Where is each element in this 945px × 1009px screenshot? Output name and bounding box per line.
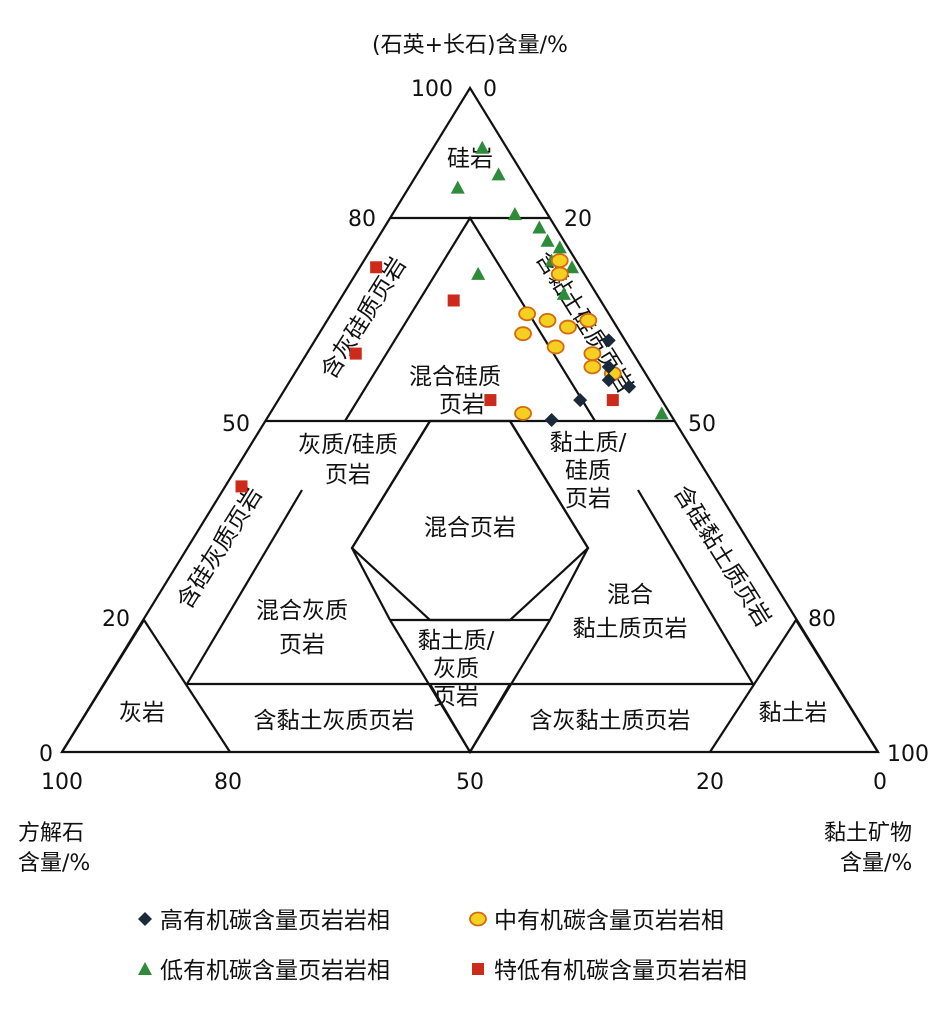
point-circle-1 [550, 266, 569, 282]
tick-right-80: 80 [808, 607, 836, 632]
label-clay-calc-2: 灰质 [433, 656, 479, 682]
point-circle-0 [550, 253, 569, 269]
label-clay-rich-calc-shale: 含黏土灰质页岩 [254, 708, 415, 734]
label-mixed-siliceous-shale-2: 页岩 [439, 392, 485, 418]
point-square-3 [484, 394, 497, 407]
point-triangle-5 [540, 233, 555, 247]
tick-bottom-80: 80 [214, 770, 242, 795]
point-circle-10 [514, 405, 532, 421]
label-mixed-shale: 混合页岩 [424, 515, 516, 541]
right-axis-title-2: 含量/% [840, 851, 912, 876]
tick-bottom-100: 100 [41, 770, 83, 795]
point-diamond-1 [601, 359, 616, 374]
legend-label-mid: 中有机碳含量页岩岩相 [494, 908, 724, 934]
label-limestone: 灰岩 [119, 700, 165, 726]
label-mixed-siliceous-shale-1: 混合硅质 [409, 364, 501, 390]
legend-label-vlow: 特低有机碳含量页岩岩相 [494, 958, 747, 984]
label-si-clay-shale: 含硅黏土质页岩 [668, 481, 775, 631]
label-clay-siliceous-2: 硅质 [565, 458, 611, 484]
point-triangle-10 [556, 286, 571, 300]
left-axis-title-1: 方解石 [18, 821, 84, 846]
point-circle-8 [583, 359, 602, 375]
point-circle-6 [546, 339, 565, 355]
left-axis-title-2: 含量/% [18, 851, 90, 876]
point-triangle-2 [450, 180, 465, 194]
legend-item-mid: 中有机碳含量页岩岩相 [469, 908, 724, 934]
point-square-0 [370, 261, 383, 274]
point-triangle-6 [552, 240, 567, 254]
point-square-5 [235, 480, 248, 493]
label-mixed-calc-2: 页岩 [279, 632, 325, 658]
point-triangle-0 [475, 140, 490, 154]
legend-label-low: 低有机碳含量页岩岩相 [160, 958, 390, 984]
label-mixed-calc-1: 混合灰质 [256, 598, 348, 624]
data-points [235, 140, 669, 493]
point-circle-4 [559, 319, 577, 335]
legend-marker-circle [469, 911, 487, 927]
tick-top-100: 100 [411, 77, 453, 102]
point-diamond-4 [601, 373, 616, 388]
field-boundaries [60, 85, 880, 755]
right-axis-title-1: 黏土矿物 [824, 821, 912, 846]
point-triangle-9 [471, 266, 486, 280]
label-claystone: 黏土岩 [759, 700, 828, 726]
label-clay-siliceous-3: 页岩 [565, 486, 611, 512]
point-circle-2 [518, 306, 537, 322]
point-diamond-5 [544, 413, 559, 427]
point-square-1 [447, 294, 460, 307]
field-labels: 硅岩 混合硅质 页岩 含灰硅质页岩 含黏土硅质页岩 灰质/硅质 页岩 混合页岩 … [119, 146, 828, 734]
tick-left-80: 80 [348, 207, 376, 232]
legend-label-high: 高有机碳含量页岩岩相 [160, 908, 390, 934]
point-circle-11 [579, 312, 598, 328]
point-circle-3 [538, 312, 557, 328]
point-triangle-1 [491, 167, 506, 181]
label-clay-calc-3: 页岩 [433, 684, 479, 710]
legend-item-vlow: 特低有机碳含量页岩岩相 [472, 958, 747, 984]
label-mixed-clay-2: 黏土质页岩 [573, 616, 688, 642]
legend-marker-triangle [138, 962, 152, 975]
point-circle-5 [514, 326, 532, 342]
tick-bottom-20: 20 [696, 770, 724, 795]
point-diamond-0 [601, 333, 616, 348]
label-ca-siliceous-shale: 含灰硅质页岩 [316, 253, 411, 384]
point-triangle-4 [532, 220, 547, 234]
tick-right-100: 100 [887, 742, 929, 767]
legend-marker-diamond [138, 912, 152, 926]
label-calc-siliceous-1: 灰质/硅质 [298, 432, 398, 458]
label-mixed-clay-1: 混合 [607, 582, 653, 608]
point-triangle-8 [565, 260, 579, 274]
point-triangle-3 [507, 207, 522, 221]
tick-bottom-0: 0 [873, 770, 887, 795]
legend-item-high: 高有机碳含量页岩岩相 [138, 908, 390, 934]
label-calc-siliceous-2: 页岩 [325, 462, 371, 488]
point-square-4 [606, 394, 619, 407]
label-ca-clay-shale: 含灰黏土质页岩 [530, 708, 691, 734]
tick-left-0: 0 [39, 742, 53, 767]
tick-bottom-50: 50 [456, 770, 484, 795]
tick-left-20: 20 [102, 607, 130, 632]
point-triangle-11 [654, 406, 669, 420]
point-diamond-3 [573, 393, 588, 408]
tick-right-50: 50 [688, 412, 716, 437]
legend: 高有机碳含量页岩岩相 中有机碳含量页岩岩相 低有机碳含量页岩岩相 特低有机碳含量… [138, 908, 747, 984]
legend-marker-square [472, 963, 484, 975]
point-square-2 [349, 347, 362, 360]
point-circle-7 [583, 346, 602, 362]
legend-item-low: 低有机碳含量页岩岩相 [138, 958, 390, 984]
tick-right-20: 20 [564, 207, 592, 232]
top-axis-title: (石英+长石)含量/% [372, 33, 568, 58]
tick-top-0: 0 [483, 77, 497, 102]
label-clay-calc-1: 黏土质/ [418, 628, 495, 654]
label-clay-siliceous-1: 黏土质/ [550, 430, 627, 456]
point-diamond-2 [622, 379, 637, 394]
tick-left-50: 50 [222, 412, 250, 437]
